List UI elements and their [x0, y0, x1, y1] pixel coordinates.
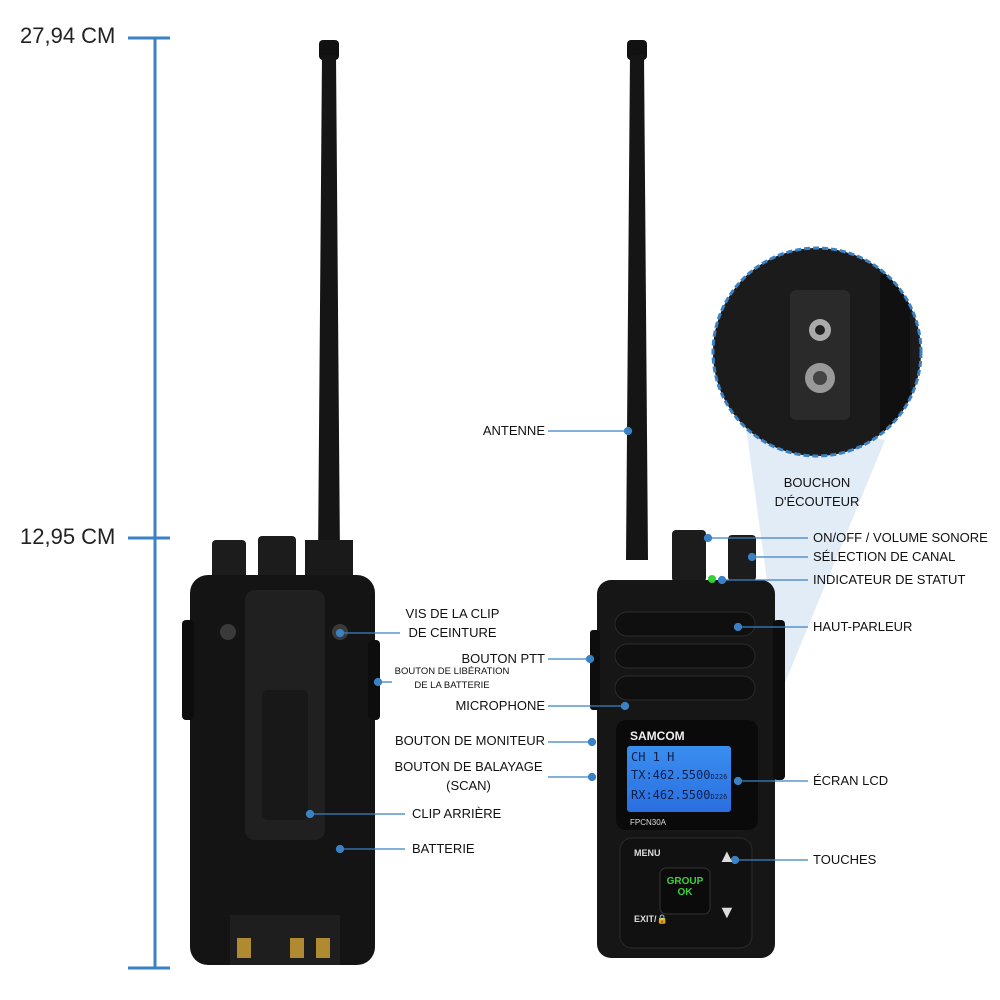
monitor-label: BOUTON DE MONITEUR	[395, 733, 545, 748]
microphone-label: MICROPHONE	[455, 698, 545, 713]
lcd-screen: CH 1 H TX:462.5500D226 RX:462.5500D226	[627, 746, 731, 812]
lcd-label: ÉCRAN LCD	[813, 773, 889, 788]
callout-lines	[305, 426, 808, 865]
battery-label: BATTERIE	[412, 841, 475, 856]
label-line: BOUCHON	[783, 475, 851, 490]
up-arrow-icon: ▲	[718, 846, 736, 866]
power-volume-label: ON/OFF / VOLUME SONORE	[813, 530, 988, 545]
back-radio-image	[182, 40, 380, 965]
exit-key: EXIT/🔒	[634, 914, 668, 924]
group-ok-key: GROUP OK	[663, 876, 707, 898]
scan-label: BOUTON DE BALAYAGE (SCAN)	[392, 757, 545, 795]
label-line: DE CEINTURE	[408, 625, 497, 640]
total-height-label: 27,94 CM	[20, 23, 116, 48]
antenna-label: ANTENNE	[482, 423, 545, 438]
earphone-jack-zoom	[713, 248, 921, 456]
menu-key: MENU	[634, 848, 661, 858]
label-line: D'ÉCOUTEUR	[774, 494, 860, 509]
label-line: (SCAN)	[446, 778, 491, 793]
key-line: GROUP	[666, 876, 704, 887]
label-line: BOUTON DE BALAYAGE	[394, 759, 543, 774]
label-line: BOUTON DE LIBÉRATION	[394, 666, 510, 677]
status-label: INDICATEUR DE STATUT	[813, 572, 966, 587]
lcd-rx: RX:462.5500	[631, 788, 711, 802]
model-label: FPCN30A	[630, 818, 667, 827]
lcd-code: D226	[710, 773, 728, 781]
back-clip-label: CLIP ARRIÈRE	[412, 806, 502, 821]
earphone-plug-label: BOUCHON D'ÉCOUTEUR	[757, 473, 877, 511]
channel-label: SÉLECTION DE CANAL	[813, 549, 956, 564]
label-line: DE LA BATTERIE	[414, 680, 490, 691]
down-arrow-icon: ▼	[718, 902, 736, 922]
belt-clip-screw-label: VIS DE LA CLIP DE CEINTURE	[400, 604, 505, 642]
lcd-line: TX:462.5500D226	[631, 766, 727, 786]
lcd-code: D226	[710, 793, 728, 801]
battery-release-label: BOUTON DE LIBÉRATION DE LA BATTERIE	[394, 665, 510, 693]
lcd-line: RX:462.5500D226	[631, 786, 727, 806]
ptt-label: BOUTON PTT	[461, 651, 545, 666]
brand-logo: SAMCOM	[630, 729, 685, 743]
height-ruler	[128, 36, 170, 970]
key-line: OK	[677, 887, 693, 898]
front-radio-image	[590, 40, 785, 958]
keys-label: TOUCHES	[813, 852, 877, 867]
speaker-label: HAUT-PARLEUR	[813, 619, 913, 634]
lcd-tx: TX:462.5500	[631, 768, 711, 782]
body-height-label: 12,95 CM	[20, 524, 116, 549]
lcd-line: CH 1 H	[631, 750, 675, 764]
label-line: VIS DE LA CLIP	[405, 606, 500, 621]
